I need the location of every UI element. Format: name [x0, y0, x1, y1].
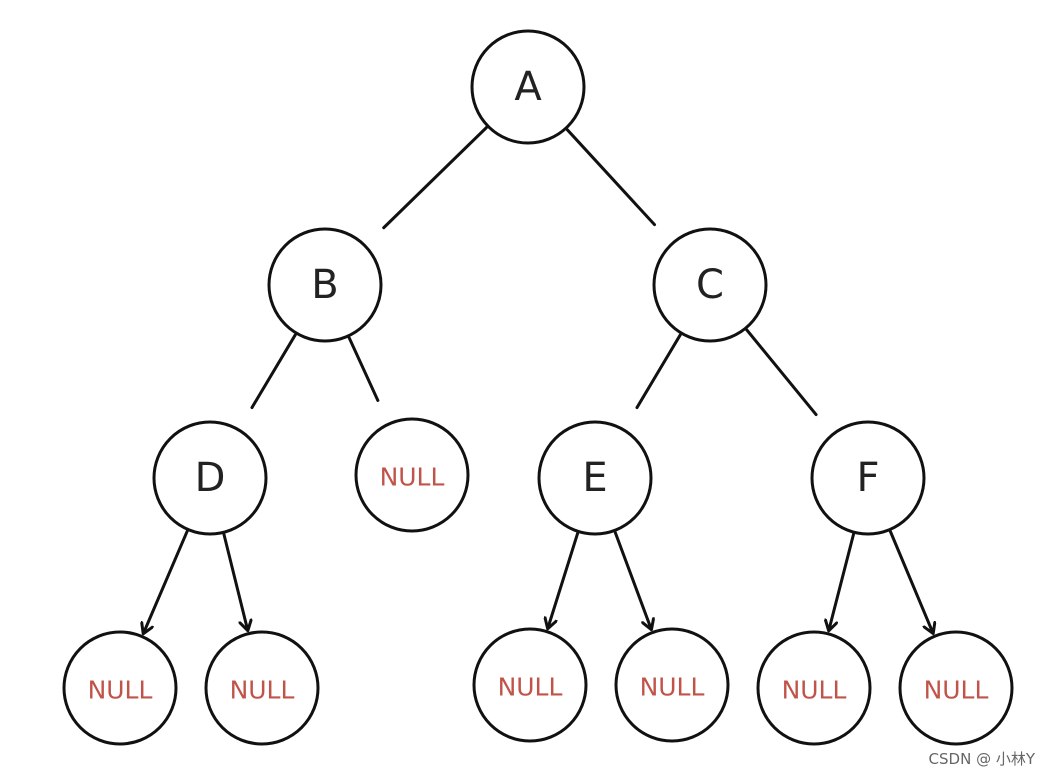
tree-node-c: C — [652, 227, 768, 343]
node-circle — [652, 227, 768, 343]
node-circle — [152, 420, 268, 536]
node-circle — [204, 630, 320, 746]
edge-C-E — [635, 333, 682, 410]
null-node: NULL — [354, 417, 470, 533]
watermark-text: CSDN @ 小林Y — [928, 750, 1035, 768]
node-circle — [537, 420, 653, 536]
node-label: NULL — [88, 676, 153, 705]
tree-node-e: E — [537, 420, 653, 536]
null-node: NULL — [204, 630, 320, 746]
node-circle — [810, 420, 926, 536]
edge-E-El — [548, 531, 580, 627]
tree-node-d: D — [152, 420, 268, 536]
node-label: NULL — [924, 676, 989, 705]
node-circle — [62, 630, 178, 746]
node-label: F — [856, 455, 879, 501]
node-label: NULL — [498, 673, 563, 702]
node-label: B — [311, 262, 338, 308]
edge-F-Fr — [888, 529, 932, 632]
edges-layer — [144, 125, 933, 633]
nodes-layer: A B C D NULL E F NULL NULL NULL NULL NULL NULL — [62, 29, 1014, 746]
edge-D-Dl — [144, 529, 189, 633]
edge-C-F — [745, 328, 818, 417]
node-label: NULL — [380, 463, 445, 492]
null-node: NULL — [898, 630, 1014, 746]
node-circle — [472, 627, 588, 743]
node-circle — [354, 417, 470, 533]
node-label: NULL — [230, 676, 295, 705]
edge-B-Bn — [347, 336, 380, 402]
edge-A-B — [382, 125, 488, 230]
node-circle — [898, 630, 1014, 746]
tree-node-a: A — [470, 29, 586, 145]
node-label: A — [514, 64, 542, 110]
edge-E-Er — [613, 530, 651, 628]
tree-node-f: F — [810, 420, 926, 536]
node-circle — [756, 630, 872, 746]
node-label: E — [582, 455, 607, 501]
node-label: NULL — [782, 676, 847, 705]
edge-F-Fl — [829, 532, 856, 630]
tree-node-b: B — [267, 227, 383, 343]
null-node: NULL — [614, 627, 730, 743]
null-node: NULL — [756, 630, 872, 746]
node-circle — [470, 29, 586, 145]
edge-D-Dr — [222, 532, 248, 629]
null-node: NULL — [62, 630, 178, 746]
null-node: NULL — [472, 627, 588, 743]
node-circle — [267, 227, 383, 343]
edge-B-D — [250, 333, 297, 410]
edge-A-C — [565, 128, 657, 227]
node-label: NULL — [640, 673, 705, 702]
node-label: C — [696, 262, 724, 308]
node-circle — [614, 627, 730, 743]
node-label: D — [195, 455, 226, 501]
